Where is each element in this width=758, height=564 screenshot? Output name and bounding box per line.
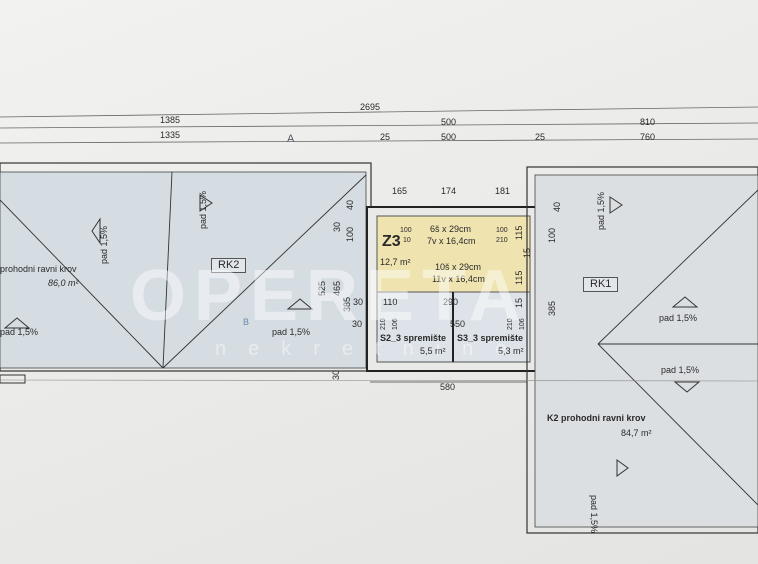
- left-roof-tag: RK2: [211, 258, 247, 273]
- right-roof-outline: [526, 166, 758, 534]
- section-mark-b: B: [243, 317, 250, 327]
- slope-label: pad 1,5%: [99, 225, 109, 264]
- watermark-logo: OPERETA: [130, 256, 529, 336]
- dim-right-100: 100: [547, 227, 557, 243]
- dim-mid-inner: 500: [441, 132, 457, 142]
- stair1-risers: 7v x 16,4cm: [427, 236, 476, 246]
- dim-gap-right: 25: [535, 132, 546, 142]
- stair2-treads: 10š x 29cm: [435, 262, 482, 272]
- left-roof-name: prohodni ravni krov: [0, 264, 77, 274]
- s2-name: S2_3 spremište: [380, 333, 447, 343]
- dim-right-385: 385: [547, 300, 557, 316]
- left-roof-area: 86,0 m²: [48, 278, 79, 288]
- slope-label: pad 1,5%: [198, 190, 208, 229]
- dim-total: 2695: [360, 102, 381, 112]
- dim-right-40: 40: [552, 201, 562, 212]
- dim-110: 110: [383, 297, 398, 307]
- dim-left-30d: 30: [331, 369, 341, 380]
- dim-left-inner: 1335: [160, 130, 181, 140]
- dim-z3-w3: 181: [495, 186, 511, 196]
- dim-100a: 100: [400, 227, 412, 234]
- dim-left-40: 40: [345, 199, 355, 210]
- slope-label: pad 1,5%: [0, 327, 39, 337]
- left-roof-area: [0, 171, 367, 369]
- dim-r-115a: 115: [514, 225, 524, 240]
- watermark-sub: nekretnine: [215, 338, 529, 360]
- slope-label: pad 1,5%: [661, 365, 700, 375]
- s3-area: 5,3 m²: [498, 346, 524, 356]
- right-roof-name: K2 prohodni ravni krov: [547, 413, 646, 423]
- dim-line-outer: [0, 122, 758, 129]
- dim-left-30c: 30: [352, 319, 363, 329]
- dim-left-30a: 30: [332, 221, 342, 232]
- dim-z3-w2: 174: [441, 186, 457, 196]
- slope-label: pad 1,5%: [272, 327, 311, 337]
- dim-right-outer: 810: [640, 117, 656, 127]
- dim-290: 290: [443, 297, 459, 307]
- dim-mid-outer: 500: [441, 117, 457, 127]
- dim-left-100: 100: [345, 226, 355, 242]
- s3-name: S3_3 spremište: [457, 333, 524, 343]
- slope-label: pad 1,5%: [659, 313, 698, 323]
- dim-100b: 100: [496, 227, 508, 234]
- dim-z3-w1: 165: [392, 186, 408, 196]
- right-roof-area: [534, 174, 758, 528]
- s2-area: 5,5 m²: [420, 346, 446, 356]
- stair1-treads: 6š x 29cm: [430, 224, 472, 234]
- section-mark-a: A: [287, 133, 295, 145]
- dim-210: 210: [496, 237, 508, 244]
- dim-line-total: [0, 106, 758, 118]
- slope-label: pad 1,5%: [596, 191, 606, 230]
- dim-left-outer: 1385: [160, 115, 181, 125]
- right-roof-area: 84,7 m²: [621, 428, 652, 438]
- dim-gap-left: 25: [380, 132, 391, 142]
- stair2-risers: 11v x 16,4cm: [432, 274, 485, 284]
- z3-area: 12,7 m²: [380, 257, 411, 267]
- slope-label: pad 1,5%: [589, 495, 599, 534]
- dim-580: 580: [440, 382, 456, 392]
- right-roof-tag: RK1: [583, 277, 619, 292]
- dim-left-30b: 30: [353, 297, 364, 307]
- dim-line-inner: [0, 138, 758, 144]
- z3-code: Z3: [382, 233, 401, 250]
- dim-right-inner: 760: [640, 132, 656, 142]
- dim-10a: 10: [403, 237, 411, 244]
- z3-staircase: [376, 215, 531, 293]
- dim-550: 550: [450, 319, 466, 329]
